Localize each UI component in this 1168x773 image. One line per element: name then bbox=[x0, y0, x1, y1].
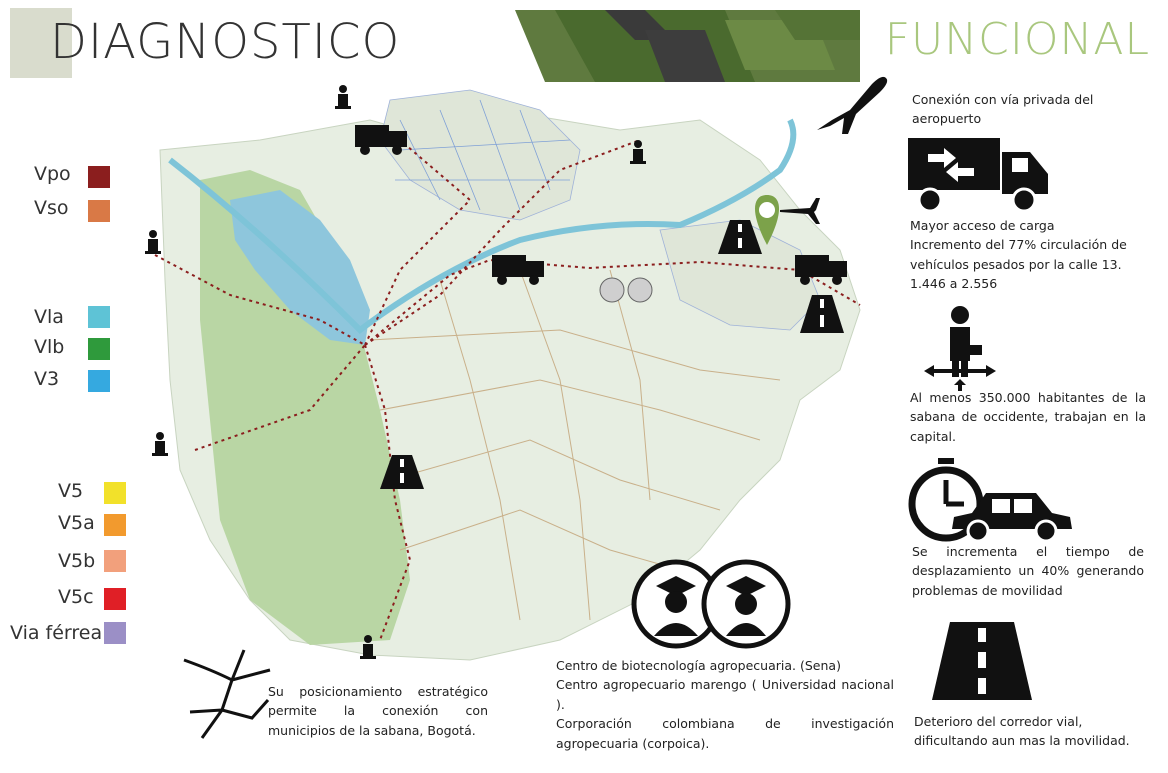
legend-label: V5a bbox=[58, 512, 95, 534]
road-icon bbox=[800, 295, 844, 333]
page-title: DIAGNOSTICO bbox=[50, 14, 401, 70]
road-icon bbox=[932, 622, 1032, 700]
note-road: Deterioro del corredor vial, dificultand… bbox=[914, 714, 1130, 749]
legend-label: Vpo bbox=[34, 163, 71, 185]
airplane-icon bbox=[780, 198, 820, 224]
legend-label: V5b bbox=[58, 550, 96, 572]
legend-swatch bbox=[88, 200, 110, 222]
road-icon bbox=[380, 455, 424, 489]
note-cargo-line-3: 1.446 a 2.556 bbox=[910, 276, 998, 292]
legend-label: V5 bbox=[58, 480, 84, 502]
note-cargo-line-1: Mayor acceso de carga bbox=[910, 218, 1055, 233]
road-icon bbox=[718, 220, 762, 254]
legend-swatch bbox=[88, 338, 110, 360]
note-education-line-3: Corporación colombiana de investigación … bbox=[556, 716, 894, 751]
note-airport: Conexión con vía privada del aeropuerto bbox=[912, 92, 1094, 127]
legend-swatch bbox=[104, 588, 126, 610]
truck-icon bbox=[355, 125, 407, 155]
legend-label: Vla bbox=[34, 306, 64, 328]
legend-label: V5c bbox=[58, 586, 94, 608]
legend-swatch bbox=[104, 482, 126, 504]
legend-swatch bbox=[88, 166, 110, 188]
airplane-icon bbox=[817, 76, 888, 134]
legend-swatch bbox=[104, 622, 126, 644]
title-accent-block bbox=[10, 8, 72, 78]
legend-label: V3 bbox=[34, 368, 60, 390]
road-network-icon bbox=[183, 649, 271, 739]
legend-label: Vso bbox=[34, 197, 69, 219]
title-left: DIAGNOSTICO bbox=[10, 8, 399, 78]
graduate-icon bbox=[631, 559, 791, 649]
legend-label: Via férrea bbox=[10, 622, 103, 644]
aerial-banner-image bbox=[515, 10, 860, 82]
worker-icon bbox=[924, 306, 996, 391]
truck-icon bbox=[492, 255, 544, 285]
legend-swatch bbox=[88, 306, 110, 328]
note-position: Su posicionamiento estratégico permite l… bbox=[268, 684, 488, 738]
legend-swatch bbox=[88, 370, 110, 392]
truck-icon bbox=[795, 255, 847, 285]
note-education-line-1: Centro de biotecnología agropecuaria. (S… bbox=[556, 658, 841, 673]
location-pin-icon bbox=[754, 195, 780, 245]
note-education: Centro de biotecnología agropecuaria. (S… bbox=[556, 656, 894, 753]
pedestrian-icon bbox=[145, 85, 646, 659]
legend-label: Vlb bbox=[34, 336, 65, 358]
graduate-icon bbox=[599, 277, 653, 303]
note-time: Se incrementa el tiempo de desplazamient… bbox=[912, 544, 1144, 598]
note-cargo: Mayor acceso de carga Incremento del 77%… bbox=[910, 216, 1160, 294]
truck-icon bbox=[908, 138, 1048, 213]
car-icon bbox=[952, 493, 1072, 543]
page-subtitle: FUNCIONAL bbox=[884, 14, 1150, 65]
note-cargo-line-2: Incremento del 77% circulación de vehícu… bbox=[910, 237, 1127, 272]
municipality-map bbox=[145, 85, 861, 661]
note-education-line-2: Centro agropecuario marengo ( Universida… bbox=[556, 677, 894, 712]
legend-swatch bbox=[104, 514, 126, 536]
legend-swatch bbox=[104, 550, 126, 572]
note-people: Al menos 350.000 habitantes de la sabana… bbox=[910, 390, 1146, 444]
